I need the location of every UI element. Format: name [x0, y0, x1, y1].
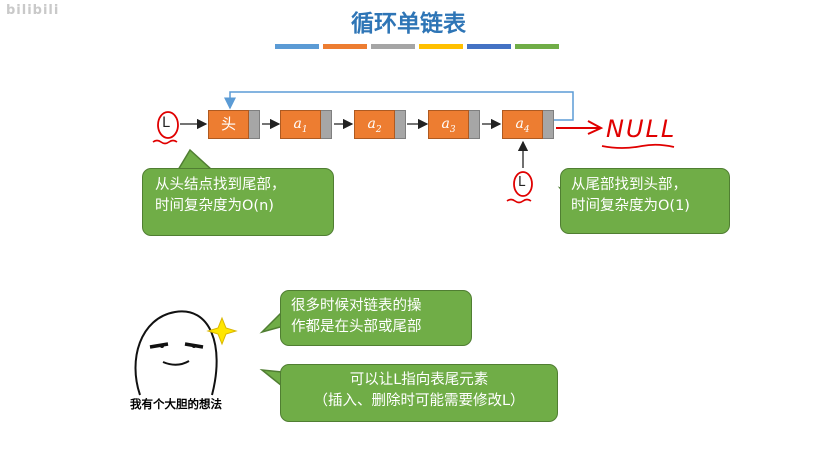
bubble-tip: 可以让L指向表尾元素 （插入、删除时可能需要修改L）: [280, 364, 558, 422]
watermark: bilibili: [6, 3, 60, 18]
head-pointer-label: L: [162, 115, 170, 131]
bubble-line: （插入、删除时可能需要修改L）: [313, 393, 525, 409]
bubble-line: 从头结点找到尾部，: [155, 177, 286, 193]
loop-back-arrow: [224, 91, 574, 121]
bubble-left-tail: [176, 148, 214, 171]
bubble-line: 可以让L指向表尾元素: [349, 372, 489, 388]
complexity-o1: O(1): [658, 198, 690, 214]
tail-pointer-label: L: [518, 175, 526, 190]
title-stripe-gray: [371, 44, 415, 49]
node-pointer-field: [469, 110, 480, 139]
node-label: a2: [354, 110, 395, 139]
node-label: a1: [280, 110, 321, 139]
title-stripe-blue: [275, 44, 319, 49]
node-label: a3: [428, 110, 469, 139]
title-stripe-orange: [323, 44, 367, 49]
bubble-tip-tail: [259, 369, 283, 388]
node-pointer-field: [249, 110, 260, 139]
bubble-line: 从尾部找到头部，: [571, 177, 687, 193]
bubble-line: 时间复杂度为O(n): [155, 198, 274, 214]
bubble-head-to-tail: 从头结点找到尾部， 时间复杂度为O(n): [142, 168, 334, 236]
face-caption: 我有个大胆的想法: [130, 397, 222, 411]
title-stripe-green: [515, 44, 559, 49]
bubble-line: 时间复杂度为O(1): [571, 198, 690, 214]
node-pointer-field: [321, 110, 332, 139]
red-circle-tail-L: [513, 171, 533, 197]
complexity-on: O(n): [242, 198, 274, 214]
title-stripe-darkblue: [467, 44, 511, 49]
node-label: a4: [502, 110, 543, 139]
bubble-tail-to-head: 从尾部找到头部， 时间复杂度为O(1): [560, 168, 730, 234]
title-stripe-yellow: [419, 44, 463, 49]
null-label: NULL: [606, 115, 677, 143]
page-title: 循环单链表: [351, 11, 466, 37]
bubble-line: 很多时候对链表的操: [291, 298, 422, 314]
face-illustration: [134, 310, 238, 396]
node-label: 头: [208, 110, 249, 139]
node-pointer-field: [395, 110, 406, 139]
bubble-operations: 很多时候对链表的操 作都是在头部或尾部: [280, 290, 472, 346]
bubble-line: 作都是在头部或尾部: [291, 319, 422, 335]
node-pointer-field: [543, 110, 554, 139]
red-circle-head-L: [157, 111, 179, 139]
